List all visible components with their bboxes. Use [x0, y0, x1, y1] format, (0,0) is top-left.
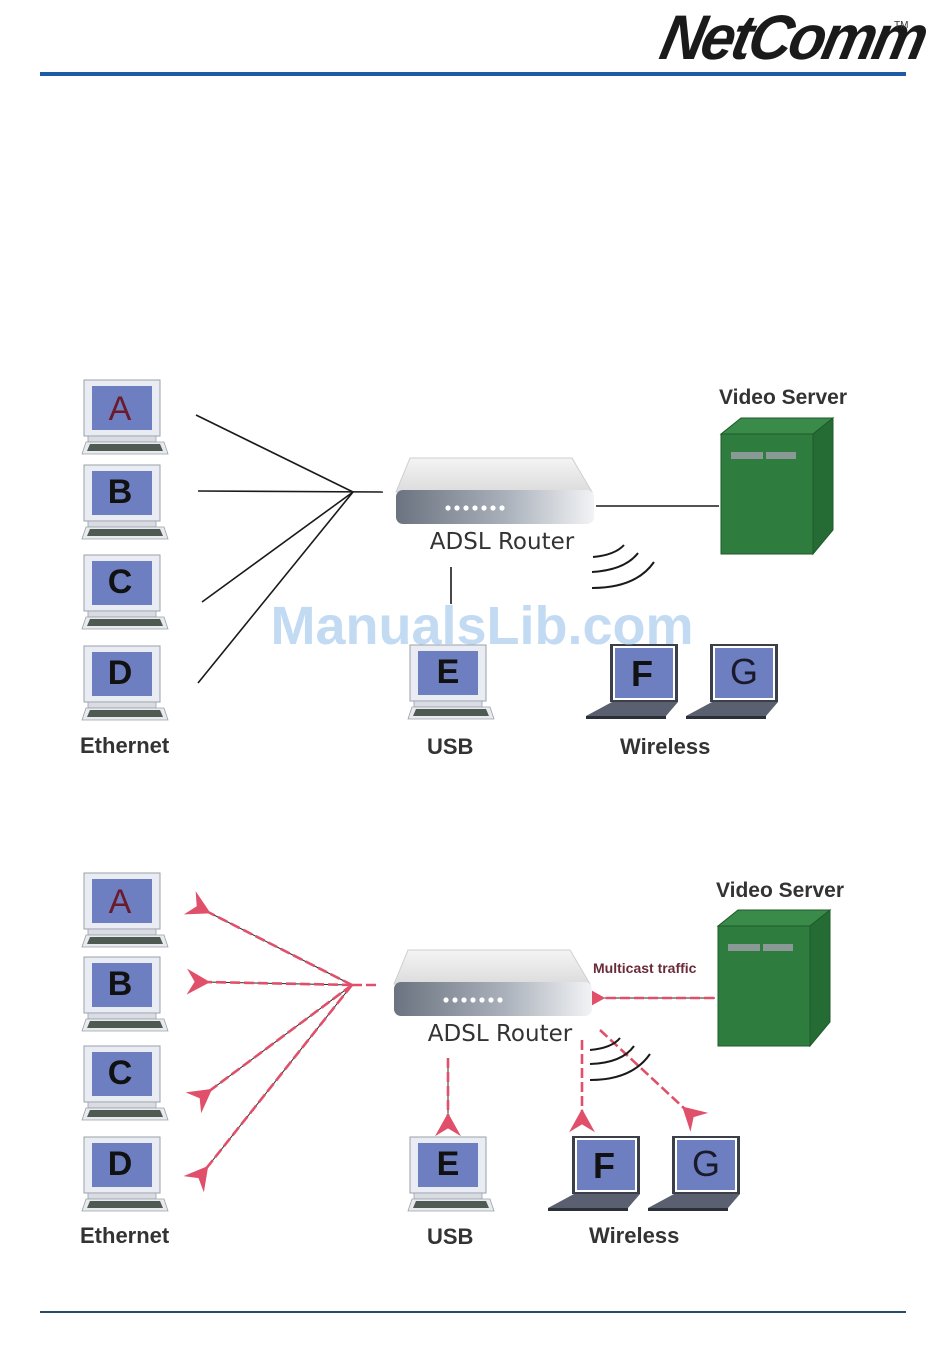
client-label-d: D [108, 1145, 133, 1183]
trademark-mark: TM [894, 20, 909, 31]
client-label-f: F [593, 1145, 615, 1186]
client-label-f: F [631, 653, 653, 694]
group-label-usb: USB [427, 734, 473, 759]
group-label-wireless: Wireless [620, 734, 710, 759]
header-rule [40, 72, 906, 76]
server-label: Video Server [719, 386, 847, 409]
watermark: ManualsLib.com [270, 596, 693, 656]
client-label-g: G [730, 651, 758, 692]
server-label: Video Server [716, 879, 844, 902]
video-server-icon [717, 909, 831, 1047]
client-label-b: B [108, 473, 133, 511]
diagram-unicast: A B C D Ethernet ADSL Router Video Serve… [80, 379, 847, 759]
group-label-usb: USB [427, 1224, 473, 1249]
router-label: ADSL Router [428, 1021, 573, 1047]
multicast-arrows [183, 891, 715, 1193]
group-label-ethernet: Ethernet [80, 733, 170, 758]
multicast-traffic-label: Multicast traffic [593, 960, 697, 976]
adsl-router-icon [393, 949, 593, 1017]
client-label-b: B [108, 965, 133, 1003]
video-server-icon [720, 417, 834, 555]
ethernet-cables [195, 414, 719, 684]
client-label-e: E [437, 1145, 460, 1183]
client-label-g: G [692, 1143, 720, 1184]
client-label-c: C [108, 563, 133, 601]
wireless-signal-icon [591, 544, 655, 589]
adsl-router-icon [395, 457, 595, 525]
group-label-wireless: Wireless [589, 1223, 679, 1248]
client-label-a: A [109, 883, 132, 921]
client-label-a: A [109, 390, 132, 428]
router-label: ADSL Router [430, 529, 575, 555]
client-label-e: E [437, 653, 460, 691]
wireless-signal-icon [589, 1037, 651, 1081]
group-label-ethernet: Ethernet [80, 1223, 170, 1248]
client-label-d: D [108, 654, 133, 692]
client-label-c: C [108, 1054, 133, 1092]
footer-rule [40, 1311, 906, 1313]
diagram-multicast: A B C D Ethernet ADSL Router Multicast t… [80, 872, 844, 1249]
